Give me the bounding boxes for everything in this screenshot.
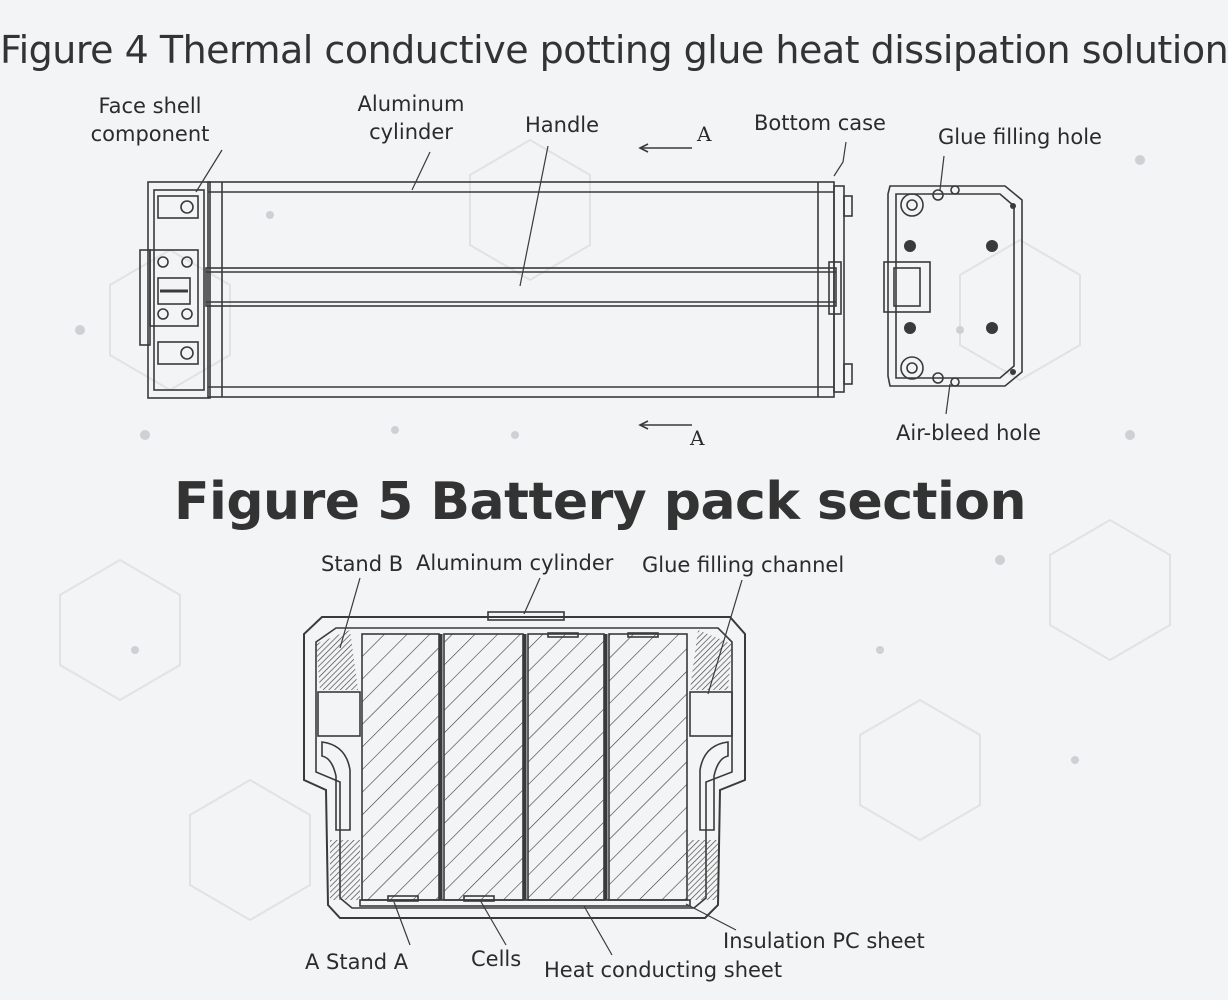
label-cells: Cells <box>471 947 522 971</box>
figure-5-title: Figure 5 Battery pack section <box>173 472 1027 532</box>
label-aluminum-cylinder-section: Aluminum cylinder <box>416 551 614 575</box>
fig5-leader-lines <box>339 577 743 956</box>
technical-drawing <box>139 141 1023 956</box>
label-handle: Handle <box>525 113 600 137</box>
battery-side-view <box>139 181 853 399</box>
face-shell-bolts <box>149 195 199 365</box>
label-insulation-pc-sheet: Insulation PC sheet <box>723 929 925 953</box>
label-air-bleed-hole: Air-bleed hole <box>896 421 1041 445</box>
section-mark-a-top: A <box>697 122 712 146</box>
label-glue-filling-hole: Glue filling hole <box>938 125 1102 149</box>
battery-cross-section <box>303 611 746 919</box>
battery-end-view <box>883 185 1023 387</box>
label-glue-filling-channel: Glue filling channel <box>642 553 845 577</box>
label-face-shell-component: Face shell component <box>90 94 210 146</box>
label-stand-b: Stand B <box>321 552 404 576</box>
label-aluminum-cylinder: Aluminum cylinder <box>357 92 465 144</box>
label-bottom-case: Bottom case <box>754 111 886 135</box>
section-mark-a-bottom: A <box>690 426 705 450</box>
figure-4-title: Figure 4 Thermal conductive potting glue… <box>0 28 1228 72</box>
label-heat-conducting-sheet: Heat conducting sheet <box>544 958 783 982</box>
fig4-leader-lines <box>195 141 951 415</box>
section-arrows <box>638 143 692 430</box>
label-stand-a: A Stand A <box>305 950 409 974</box>
hexagon-background-pattern <box>59 138 1171 922</box>
